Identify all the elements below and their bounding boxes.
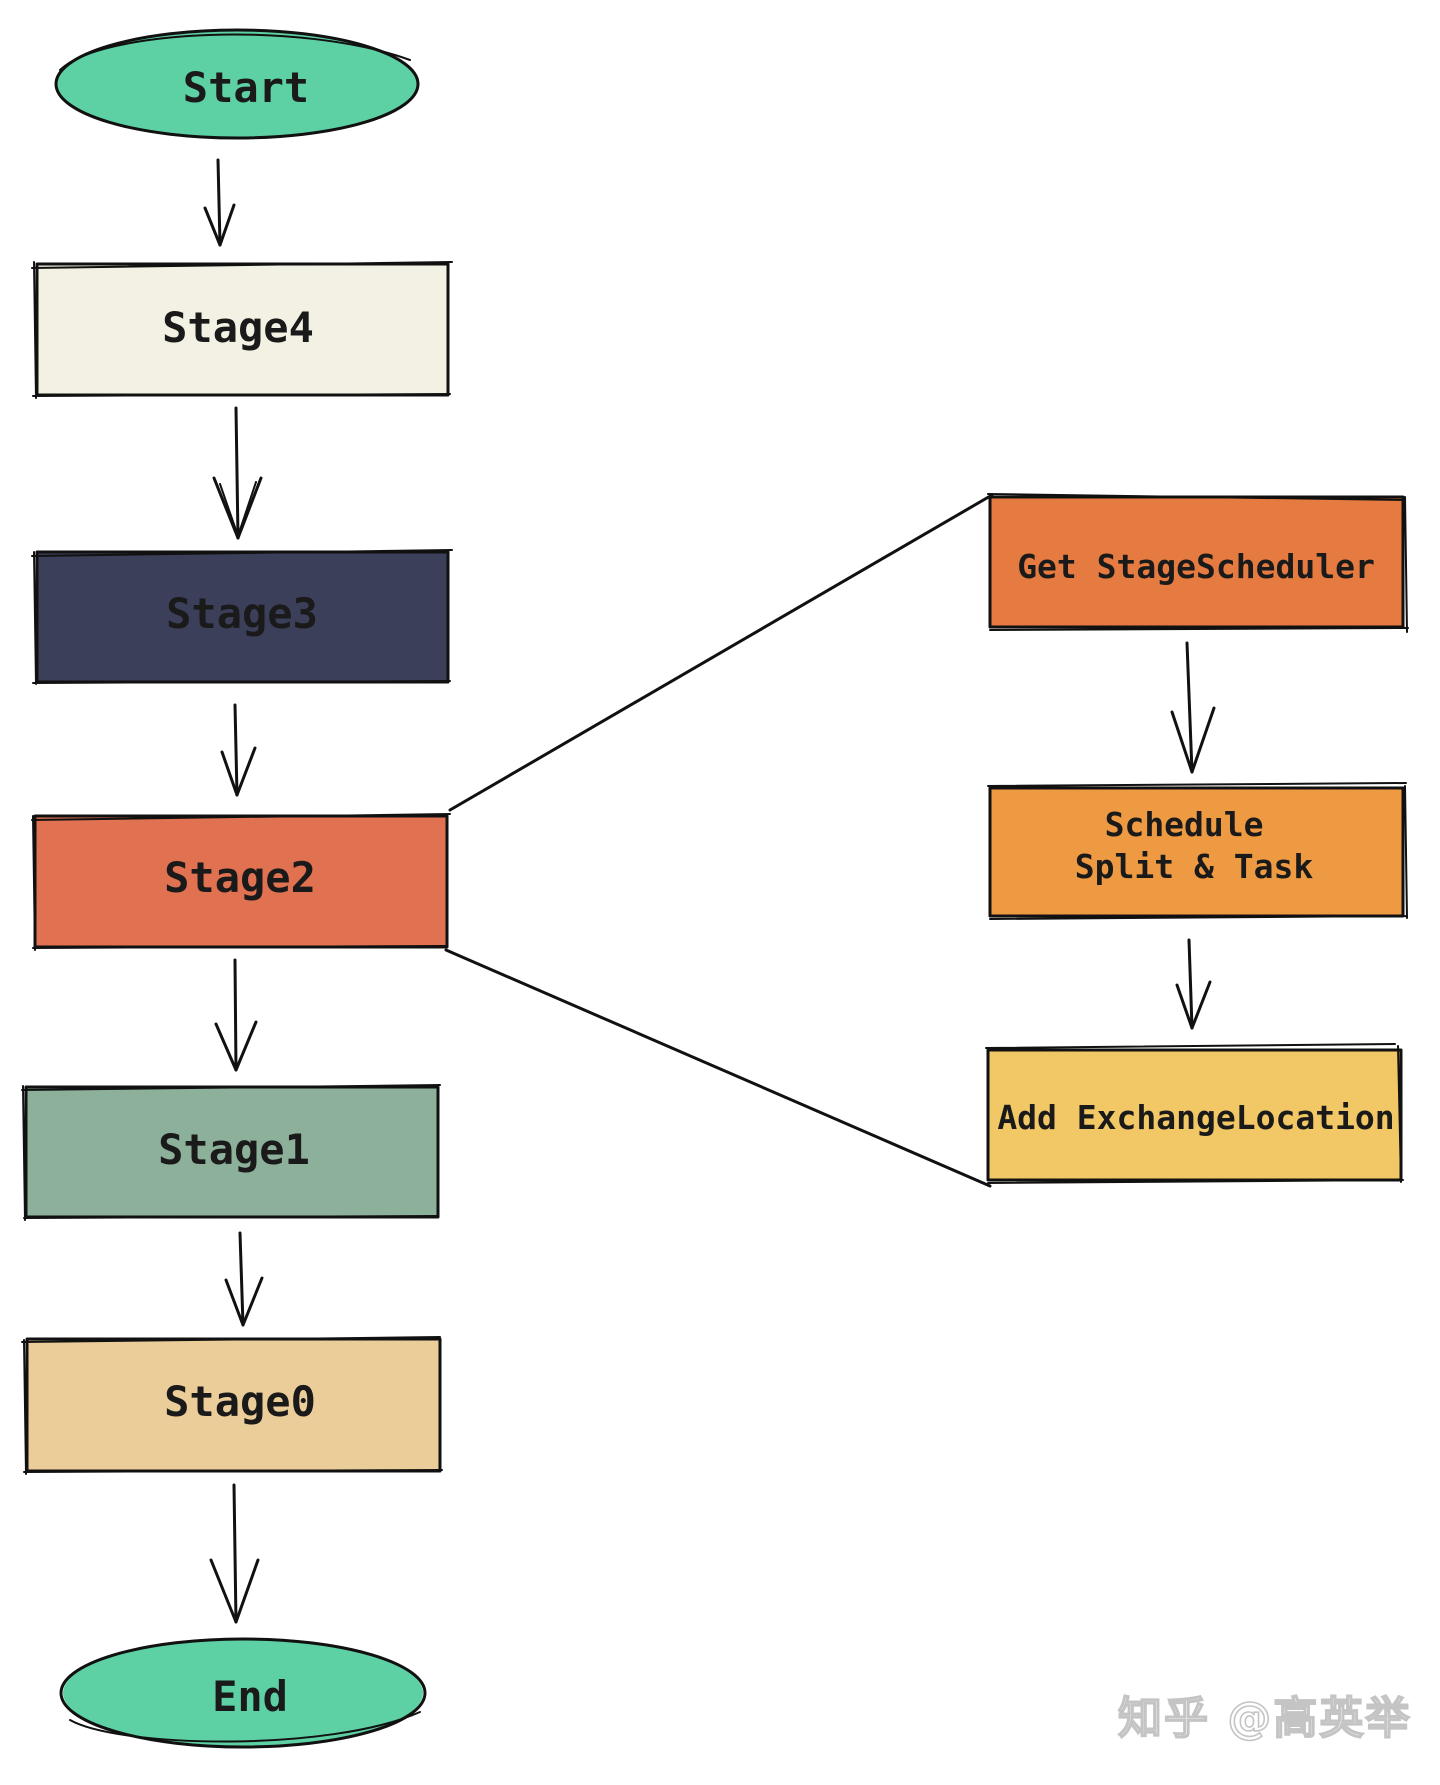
add-exchangelocation-node-label: Add ExchangeLocation: [997, 1098, 1394, 1137]
add-exchangelocation-node-shape: [988, 1050, 1401, 1180]
end-node-outline: [59, 1637, 427, 1749]
stage0-node-outline-sketch: [21, 1336, 443, 1475]
get-stagescheduler-node-shape: [990, 497, 1403, 627]
stage4-node-shape: [37, 264, 448, 395]
schedule-split-task-node-outline-sketch: [987, 782, 1408, 920]
get-stagescheduler-node-label: Get StageScheduler: [1017, 547, 1375, 586]
schedule-split-task-line2: Split & Task: [1075, 847, 1314, 886]
stage3-node: Stage3: [31, 549, 453, 685]
stage4-node: Stage4: [31, 261, 453, 399]
arrow-stage1-to-stage0: [224, 1231, 264, 1327]
expansion-lines: [444, 493, 994, 1188]
schedule-split-task-line1: Schedule: [1105, 805, 1264, 844]
schedule-split-task-node: Schedule Split & Task: [987, 782, 1408, 920]
stage1-node-label: Stage1: [158, 1125, 310, 1174]
stage0-node: Stage0: [21, 1336, 443, 1475]
add-exchangelocation-node-outline-sketch: [985, 1043, 1404, 1184]
arrow-stage4-to-stage3: [212, 406, 263, 540]
start-node-shape: [57, 31, 417, 137]
stage1-node: Stage1: [21, 1084, 441, 1221]
schedule-split-task-node-shape: [990, 788, 1403, 916]
start-node-outline: [54, 28, 420, 140]
arrow-stage0-to-end: [209, 1483, 260, 1624]
stage2-node-shape: [35, 816, 447, 947]
stage3-node-label: Stage3: [166, 589, 318, 638]
end-node-shape: [63, 1640, 423, 1746]
get-stagescheduler-node-outline-sketch: [987, 493, 1409, 633]
schedule-split-task-node-label: Schedule Split & Task: [1075, 805, 1314, 886]
get-stagescheduler-node: Get StageScheduler: [987, 493, 1409, 633]
end-node: End: [59, 1637, 427, 1749]
stage4-node-outline-sketch: [31, 261, 453, 399]
stage2-node-outline-sketch: [31, 813, 451, 951]
stage0-node-label: Stage0: [164, 1377, 316, 1426]
stage2-node-label: Stage2: [164, 853, 316, 902]
add-exchangelocation-node-outline: [986, 1048, 1403, 1182]
end-node-label: End: [212, 1672, 288, 1721]
watermark-logo: 知乎 @高英举: [1117, 1692, 1412, 1745]
stage3-node-shape: [37, 552, 448, 682]
arrow-stage2-to-stage1: [214, 958, 258, 1072]
arrow-start-to-stage4: [203, 158, 236, 247]
stage0-node-shape: [27, 1339, 440, 1471]
arrow-scheduler-to-split: [1170, 641, 1216, 774]
add-exchangelocation-node: Add ExchangeLocation: [985, 1043, 1404, 1184]
stage2-node: Stage2: [31, 813, 451, 951]
expansion-line-top: [448, 493, 994, 812]
schedule-split-task-node-outline: [988, 786, 1405, 918]
expansion-line-bottom: [444, 948, 992, 1188]
stage4-node-label: Stage4: [162, 303, 314, 352]
start-node: Start: [54, 28, 420, 140]
arrow-split-to-exchange: [1175, 938, 1212, 1030]
start-node-label: Start: [183, 63, 309, 112]
stage1-node-shape: [26, 1087, 438, 1217]
end-node-outline-sketch: [69, 1711, 421, 1743]
arrow-stage3-to-stage2: [220, 703, 257, 797]
stage3-node-outline-sketch: [31, 549, 453, 685]
stage1-node-outline-sketch: [21, 1084, 441, 1221]
start-node-outline-sketch: [59, 33, 411, 71]
